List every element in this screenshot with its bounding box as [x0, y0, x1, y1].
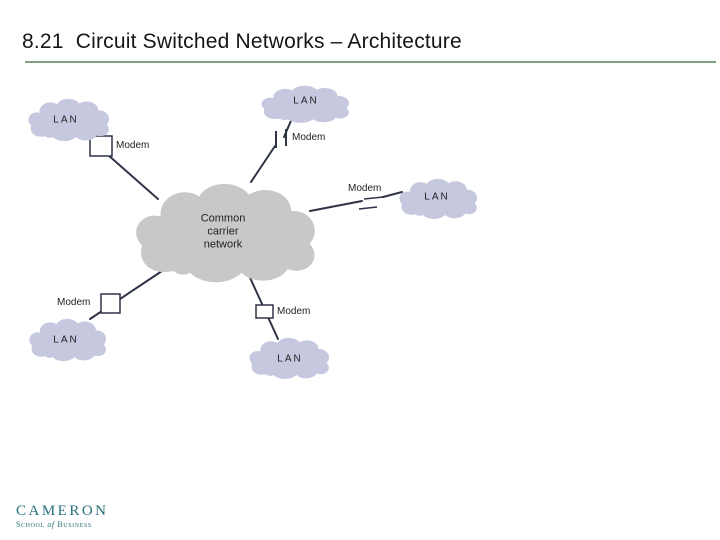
label-modem-bottom-center: Modem [277, 306, 311, 317]
title-underline [25, 61, 716, 63]
central-cloud-label-line2: carrier [207, 225, 239, 238]
label-modem-bottom-left: Modem [57, 297, 91, 308]
cameron-logo: CAMERON School of Business [16, 503, 109, 529]
label-modem-top-center: Modem [292, 132, 326, 143]
label-lan-top-center: LAN [293, 95, 319, 107]
modem-dash-upper [363, 196, 384, 200]
logo-tagline-school: School [16, 520, 45, 529]
modem-dashes-right-icon [358, 196, 384, 210]
central-cloud-label-line1: Common [200, 212, 246, 225]
modem-bars-top-center-icon [275, 129, 287, 148]
label-modem-top-left: Modem [116, 140, 150, 151]
label-lan-bottom-left: LAN [53, 334, 79, 346]
modem-square-top-left-icon [89, 135, 113, 157]
logo-tagline-of: of [47, 520, 55, 529]
logo-tagline: School of Business [16, 520, 109, 529]
label-lan-right: LAN [424, 191, 450, 203]
modem-square-bottom-left-icon [100, 293, 121, 314]
label-lan-top-left: LAN [53, 114, 79, 126]
slide-title: 8.21 Circuit Switched Networks – Archite… [22, 30, 462, 53]
logo-wordmark: CAMERON [16, 503, 109, 519]
label-modem-right: Modem [348, 183, 382, 194]
link-lan-right-left-segment [309, 200, 363, 212]
logo-tagline-business: Business [57, 520, 92, 529]
central-cloud-label-line3: network [203, 238, 243, 251]
modem-square-bottom-center-icon [255, 304, 274, 319]
link-lan-right-right-segment [382, 191, 403, 198]
label-lan-bottom-center: LAN [277, 353, 303, 365]
modem-dash-lower [358, 206, 378, 210]
link-lan-top-center-lower [250, 145, 276, 183]
central-cloud-label: Common carrier network [201, 213, 246, 252]
